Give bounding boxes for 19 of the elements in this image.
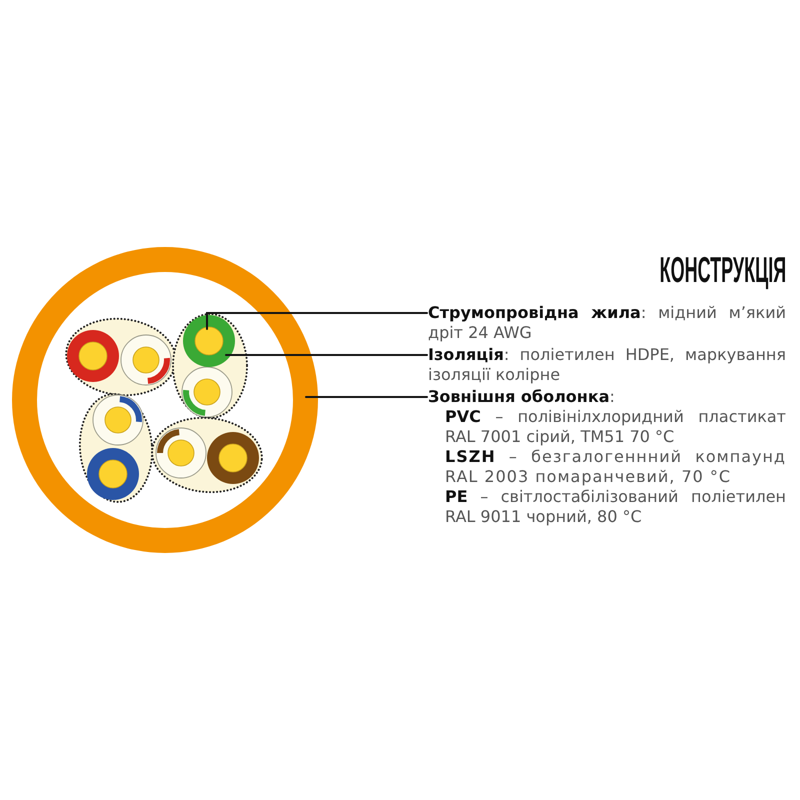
callout-text: Струмопровідна жила: мідний м’який дріт 24 AWG (428, 303, 786, 343)
conductor-core (104, 406, 132, 434)
material-description: PE – світлостабілізований поліетилен RAL 9011 чорний, 80 °C (444, 487, 786, 527)
leader-line (206, 312, 428, 330)
material-description: LSZH – безгалогеннний компаунд RAL 2003 помаранчевий, 70 °C (444, 447, 786, 487)
conductor-core (194, 378, 220, 406)
leader-line (225, 354, 428, 356)
material-description: PVC – полівінілхлоридний пластикат RAL 7001 сірий, ТМ51 70 °C (444, 407, 786, 447)
outer-jacket (12, 247, 318, 553)
conductor-core (98, 460, 128, 488)
conductor-core (218, 444, 248, 472)
leader-line (305, 396, 428, 398)
callout-text: Ізоляція: поліетилен HDPE, маркування ізоляції колірне (428, 345, 786, 385)
conductor-core (194, 326, 224, 356)
title: КОНСТРУКЦІЯ (659, 250, 786, 290)
conductor-core (132, 346, 160, 374)
conductor-core (78, 342, 108, 370)
callout-heading: Зовнішня оболонка: (428, 387, 616, 407)
conductor-core (168, 440, 194, 466)
